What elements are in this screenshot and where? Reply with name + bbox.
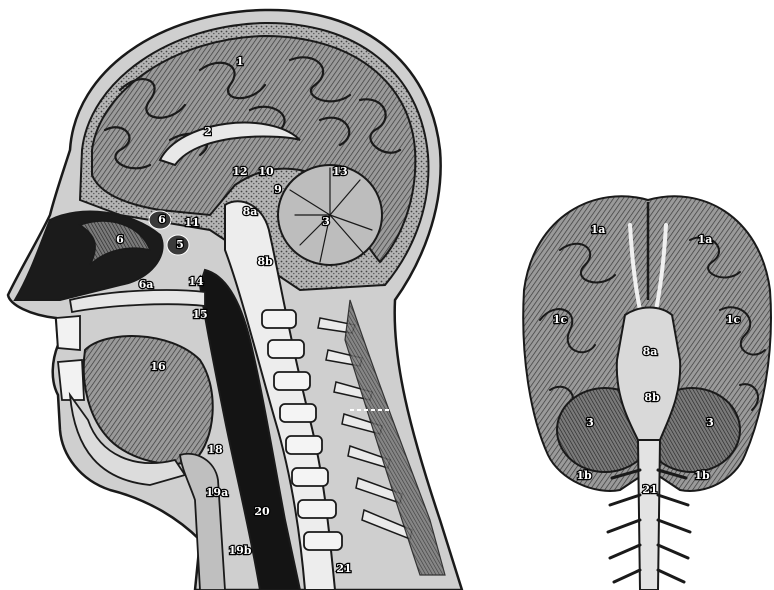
label-brain-base-8b: 8b: [644, 391, 660, 404]
label-sagittal-head-1: 1: [236, 55, 244, 68]
label-brain-base-21: 21: [642, 483, 657, 496]
label-sagittal-head-6: 6: [116, 233, 124, 246]
label-brain-base-3: 3: [586, 416, 594, 429]
label-sagittal-head-12: 12: [232, 165, 247, 178]
label-sagittal-head-20: 20: [254, 505, 270, 518]
label-brain-base-1a: 1a: [698, 233, 713, 246]
sagittal-head-section: [8, 10, 462, 590]
label-brain-base-1c: 1c: [553, 313, 568, 326]
label-brain-base-8a: 8a: [643, 345, 658, 358]
label-sagittal-head-5: 5: [176, 238, 184, 251]
label-brain-base-1b: 1b: [576, 469, 592, 482]
label-brain-base-1b: 1b: [694, 469, 710, 482]
label-brain-base-1c: 1c: [726, 313, 741, 326]
label-sagittal-head-10: 10: [258, 165, 274, 178]
label-sagittal-head-18: 18: [207, 443, 223, 456]
label-sagittal-head-21: 21: [336, 562, 351, 575]
label-sagittal-head-19b: 19b: [229, 544, 252, 557]
label-sagittal-head-13: 13: [332, 165, 347, 178]
label-sagittal-head-9: 9: [274, 183, 282, 196]
label-sagittal-head-8a: 8a: [243, 205, 258, 218]
label-sagittal-head-3: 3: [322, 215, 330, 228]
upper-teeth: [56, 316, 80, 350]
label-sagittal-head-14: 14: [188, 275, 204, 288]
label-sagittal-head-19a: 19a: [206, 486, 228, 499]
label-sagittal-head-11: 11: [184, 216, 199, 229]
label-sagittal-head-16: 16: [150, 360, 166, 373]
label-sagittal-head-15: 15: [192, 308, 207, 321]
spinal-cord: [638, 440, 660, 590]
lower-teeth: [58, 360, 84, 400]
label-sagittal-head-6a: 6a: [139, 278, 154, 291]
label-sagittal-head-8b: 8b: [257, 255, 273, 268]
label-sagittal-head-6: 6: [158, 213, 166, 226]
label-sagittal-head-2: 2: [204, 125, 212, 138]
label-brain-base-3: 3: [706, 416, 714, 429]
label-brain-base-1a: 1a: [591, 223, 606, 236]
